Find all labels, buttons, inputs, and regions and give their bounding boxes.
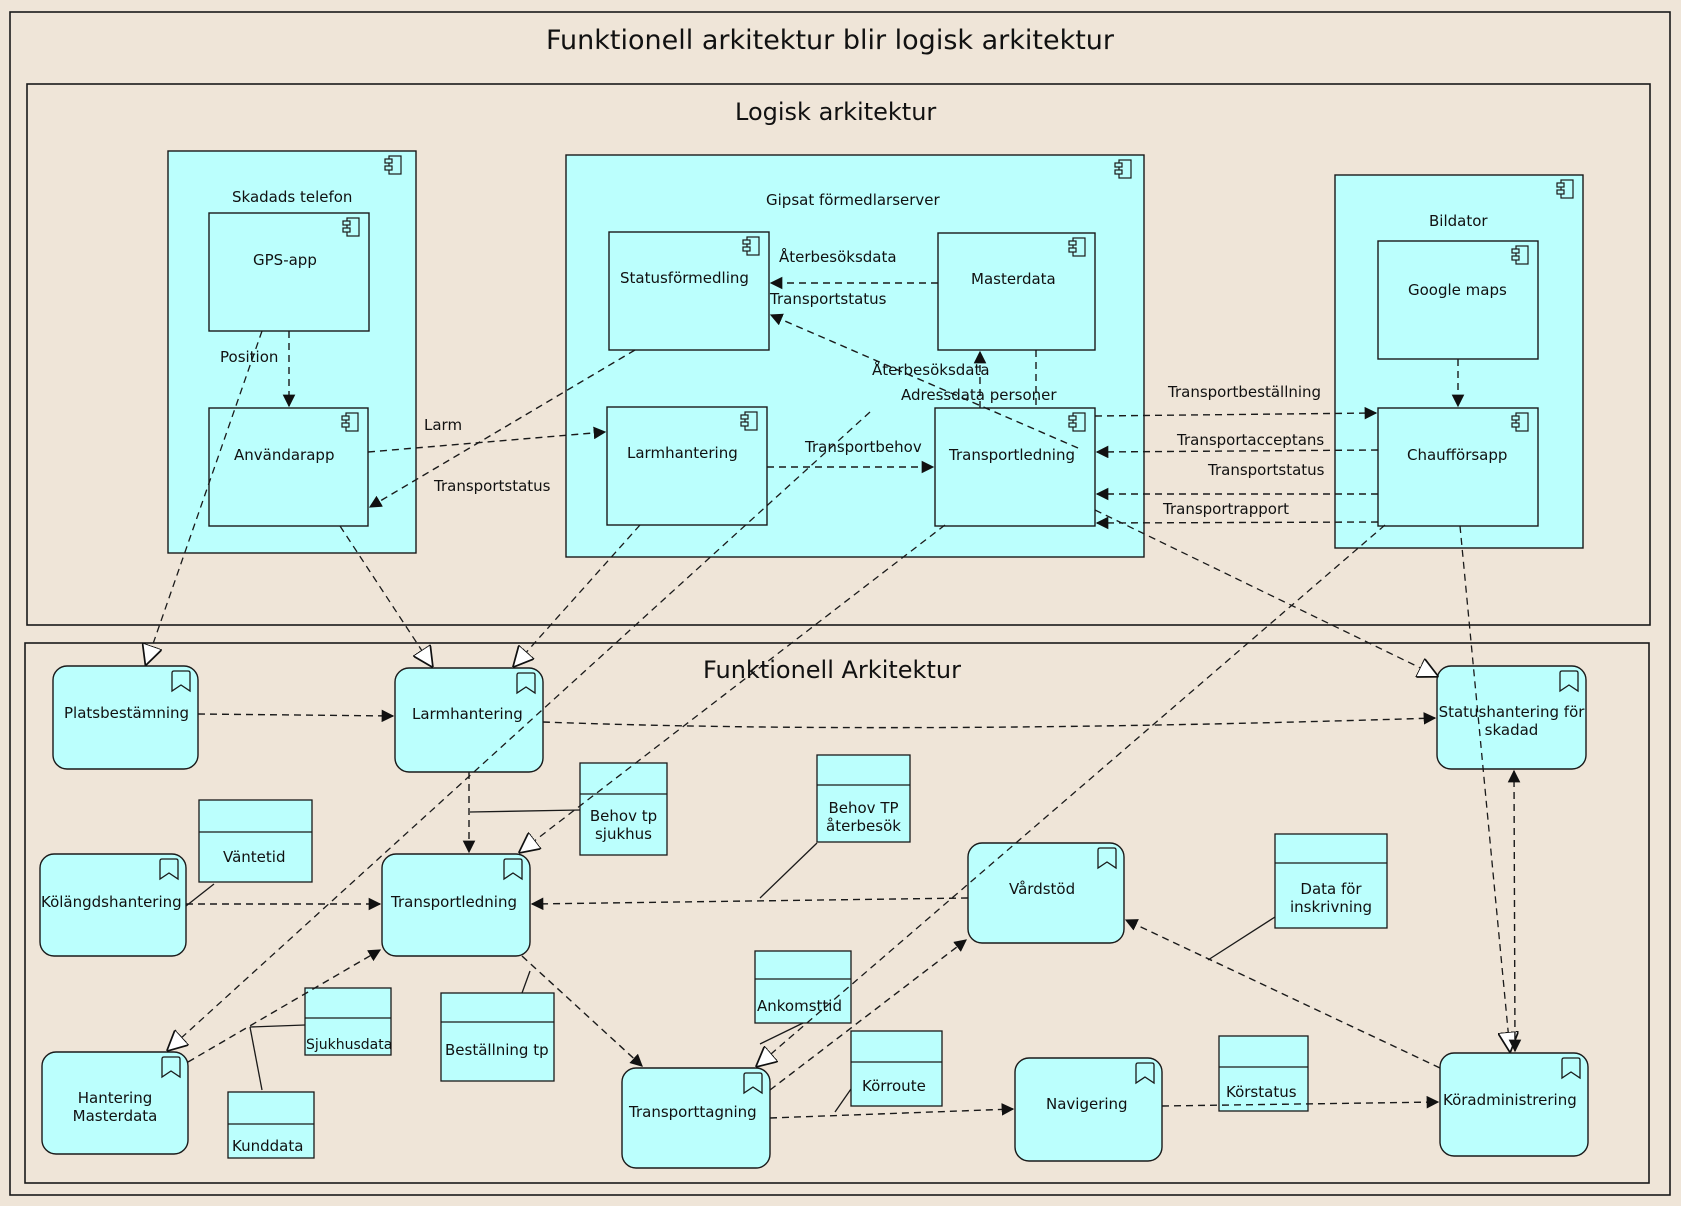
flow-transport-accept-label: Transportacceptans: [1177, 431, 1325, 449]
fn-status-injured: [1436, 665, 1587, 770]
comp-status-mediation: [608, 231, 770, 351]
fn-positioning: [52, 665, 199, 770]
data-objects: [198, 754, 1388, 1159]
fn-transport-take-label: Transporttagning: [629, 1103, 757, 1121]
fn-navigation: [1014, 1057, 1163, 1162]
logical-title: Logisk arkitektur: [735, 98, 937, 126]
do-need-revisit-label: Behov TP återbesök: [826, 799, 901, 835]
flow-transport-status-left-label: Transportstatus: [434, 477, 551, 495]
node-server-label: Gipsat förmedlarserver: [766, 191, 940, 209]
logical-flows: [282, 276, 1465, 530]
comp-user-app-label: Användarapp: [234, 446, 335, 464]
functional-flows: [186, 709, 1522, 1119]
flow-alarm-label: Larm: [424, 416, 463, 434]
comp-alarm-handling: [606, 406, 768, 526]
flow-revisit-data-1-label: Återbesöksdata: [779, 248, 897, 266]
do-admission-data-label: Data för inskrivning: [1289, 880, 1373, 916]
comp-transport-lead: [934, 407, 1096, 527]
do-arrival-time: [754, 950, 852, 1024]
comp-gps-app: [208, 212, 370, 332]
do-wait-time-label: Väntetid: [223, 848, 286, 866]
fn-queue-handling: [39, 853, 187, 957]
flow-position-label: Position: [220, 348, 279, 366]
node-car-label: Bildator: [1429, 212, 1488, 230]
comp-masterdata-label: Masterdata: [971, 270, 1056, 288]
flow-transport-status-mid-label: Transportstatus: [770, 290, 887, 308]
comp-driver-app-label: Chaufförsapp: [1407, 446, 1508, 464]
logical-frame: [26, 83, 1651, 626]
diagram-title: Funktionell arkitektur blir logisk arkit…: [546, 25, 1115, 56]
do-customer-data-label: Kunddata: [232, 1137, 304, 1155]
associations: [185, 809, 1276, 1113]
do-order-tp-label: Beställning tp: [445, 1041, 549, 1059]
do-admission-data: [1274, 833, 1388, 929]
flow-transport-order-label: Transportbeställning: [1168, 383, 1322, 401]
component-icons: [341, 155, 1574, 432]
comp-gps-app-label: GPS-app: [253, 251, 317, 269]
do-drive-route-label: Körroute: [862, 1077, 926, 1095]
comp-user-app: [208, 407, 369, 527]
do-wait-time: [198, 799, 313, 883]
comp-google-maps-label: Google maps: [1408, 281, 1507, 299]
fn-transport-lead-label: Transportledning: [391, 893, 518, 911]
outer-frame: [9, 11, 1671, 1196]
do-hospital-data-label: Sjukhusdata: [306, 1037, 393, 1053]
fn-drive-admin-label: Köradministrering: [1443, 1091, 1577, 1109]
comp-alarm-handling-label: Larmhantering: [627, 444, 738, 462]
do-drive-route: [850, 1030, 943, 1107]
fn-alarm-handling-label: Larmhantering: [412, 705, 523, 723]
flow-transport-status-right-label: Transportstatus: [1208, 461, 1325, 479]
flow-address-data-label: Adressdata personer: [901, 386, 1057, 404]
functional-title: Funktionell Arkitektur: [703, 656, 961, 684]
functional-frame: [24, 642, 1650, 1184]
flow-transport-report-label: Transportrapport: [1163, 500, 1290, 518]
flow-transport-need-label: Transportbehov: [805, 438, 922, 456]
do-drive-status-label: Körstatus: [1226, 1083, 1297, 1101]
do-customer-data: [227, 1091, 315, 1159]
do-drive-status: [1218, 1035, 1309, 1112]
flow-revisit-data-2-label: Återbesöksdata: [872, 361, 990, 379]
do-arrival-time-label: Ankomsttid: [757, 997, 842, 1015]
do-need-hospital: [579, 762, 668, 856]
do-need-revisit: [816, 754, 911, 843]
fn-queue-handling-label: Kölängdshantering: [41, 893, 182, 911]
fn-navigation-label: Navigering: [1046, 1095, 1128, 1113]
comp-google-maps: [1377, 240, 1539, 360]
comp-driver-app: [1377, 407, 1539, 527]
do-order-tp: [440, 992, 555, 1082]
fn-masterdata-label: Hantering Masterdata: [72, 1089, 158, 1125]
realization-flows: [146, 330, 1510, 1066]
comp-status-mediation-label: Statusförmedling: [620, 269, 749, 287]
fn-positioning-label: Platsbestämning: [64, 704, 190, 722]
function-icons: [159, 670, 1581, 1095]
do-need-hospital-label: Behov tp sjukhus: [589, 807, 658, 843]
comp-transport-lead-label: Transportledning: [949, 446, 1076, 464]
fn-status-injured-label: Statushantering för skadad: [1438, 703, 1585, 739]
fn-care-support-label: Vårdstöd: [1009, 880, 1076, 898]
fn-care-support: [967, 842, 1125, 944]
fn-masterdata: [41, 1051, 189, 1155]
do-hospital-data: [304, 987, 392, 1056]
fn-transport-lead: [381, 853, 531, 957]
node-phone-label: Skadads telefon: [232, 188, 353, 206]
